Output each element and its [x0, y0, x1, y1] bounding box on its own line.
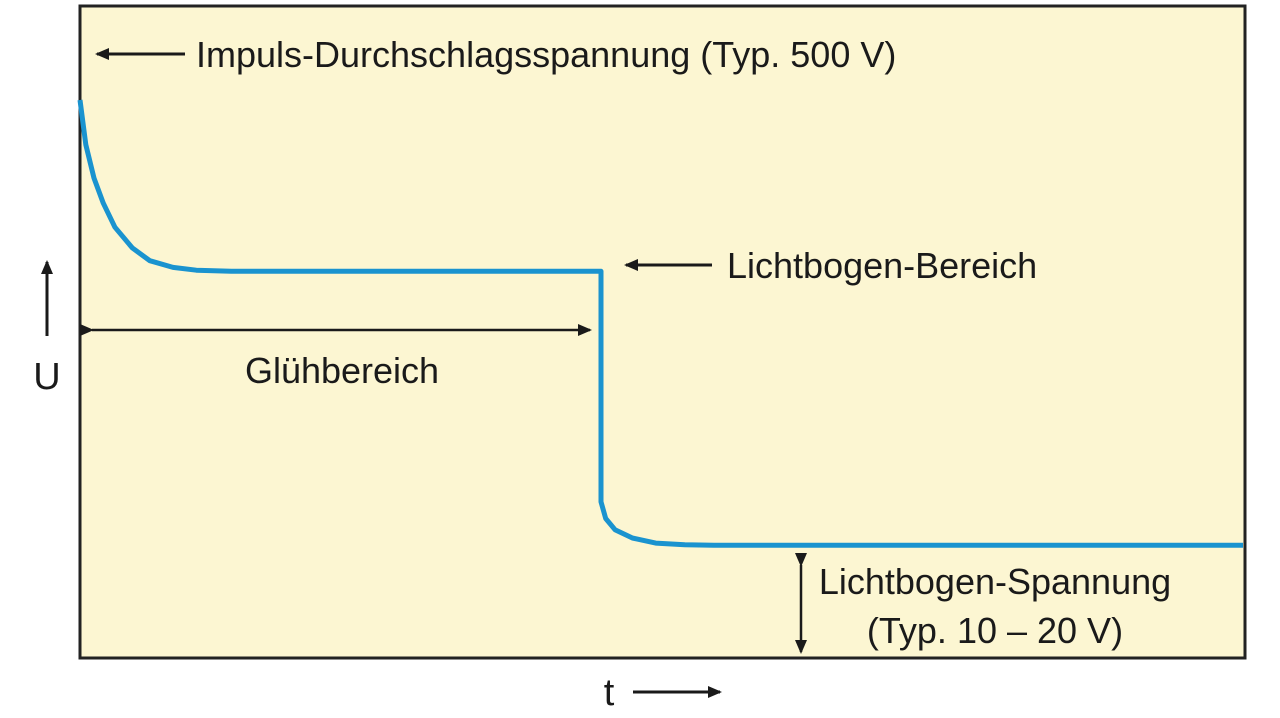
glow-region-label: Glühbereich: [245, 350, 439, 391]
impulse-label: Impuls-Durchschlagsspannung (Typ. 500 V): [196, 34, 896, 75]
voltage-curve: [77, 99, 1243, 548]
arc-voltage-label-line2: (Typ. 10 – 20 V): [867, 610, 1123, 651]
y-axis-label: U: [33, 356, 60, 398]
arc-region-label: Lichtbogen-Bereich: [727, 245, 1037, 286]
arc-voltage-label-line1: Lichtbogen-Spannung: [819, 561, 1171, 602]
x-axis-label: t: [604, 672, 615, 714]
